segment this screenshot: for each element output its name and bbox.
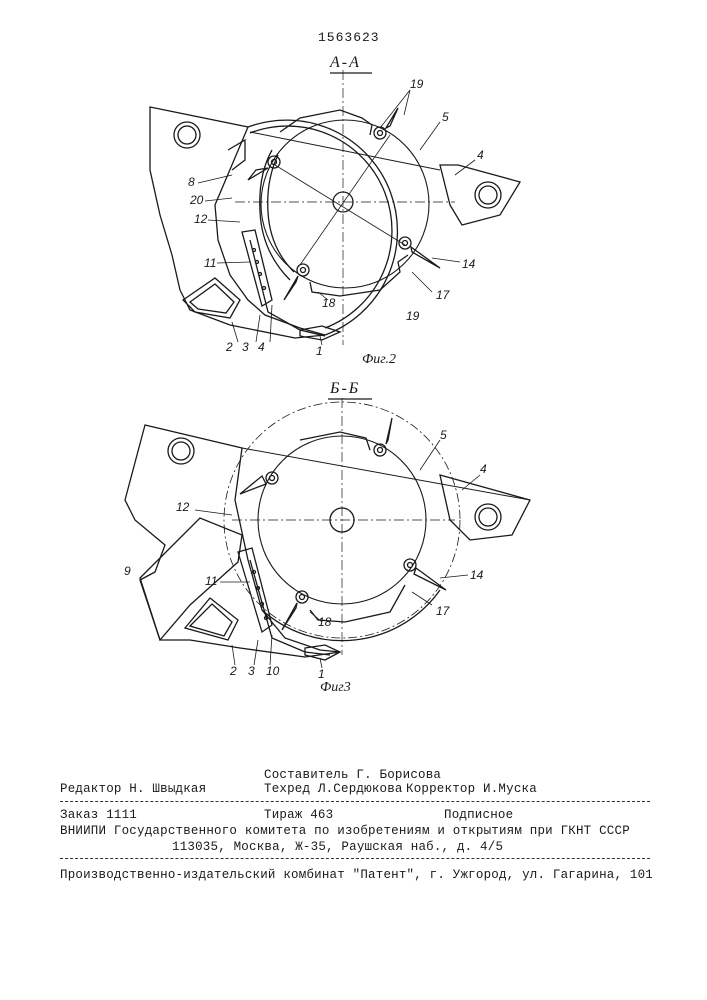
label-fig3-18: 18	[318, 615, 331, 629]
label-fig2-4b: 4	[258, 340, 265, 354]
section-title-a: А-А	[330, 54, 361, 72]
label-fig3-14: 14	[470, 568, 483, 582]
circulation-line: Тираж 463	[264, 808, 333, 822]
address-line: 113035, Москва, Ж-35, Раушская наб., д. …	[172, 840, 503, 854]
label-fig2-11: 11	[204, 256, 216, 270]
label-fig3-5: 5	[440, 428, 447, 442]
divider-top	[60, 801, 650, 802]
label-fig3-11: 11	[205, 574, 217, 588]
section-title-b: Б-Б	[330, 380, 360, 398]
label-fig2-18: 18	[322, 296, 335, 310]
label-fig2-8: 8	[188, 175, 195, 189]
techred-line: Техред Л.Сердюкова	[264, 782, 403, 796]
label-fig2-4: 4	[477, 148, 484, 162]
editor-line: Редактор Н. Швыдкая	[60, 782, 206, 796]
label-fig3-4: 4	[480, 462, 487, 476]
label-fig2-1: 1	[316, 344, 323, 358]
publisher-line: Производственно-издательский комбинат "П…	[60, 868, 653, 882]
label-fig2-19b: 19	[406, 309, 419, 323]
label-fig2-19: 19	[410, 77, 423, 91]
label-fig3-1: 1	[318, 667, 325, 681]
order-line: Заказ 1111	[60, 808, 137, 822]
institute-line: ВНИИПИ Государственного комитета по изоб…	[60, 824, 630, 838]
label-fig2-17: 17	[436, 288, 449, 302]
divider-bottom	[60, 858, 650, 859]
label-fig3-10: 10	[266, 664, 279, 678]
label-fig3-12: 12	[176, 500, 189, 514]
label-fig2-5: 5	[442, 110, 449, 124]
corrector-line: Корректор И.Муска	[406, 782, 537, 796]
compiler-line: Составитель Г. Борисова	[264, 768, 441, 782]
label-fig3-9: 9	[124, 564, 131, 578]
figure-3-caption: Фиг3	[320, 680, 351, 696]
figure-2-caption: Фиг.2	[362, 352, 396, 368]
label-fig3-17: 17	[436, 604, 449, 618]
label-fig2-20: 20	[190, 193, 203, 207]
label-fig2-12: 12	[194, 212, 207, 226]
subscription-line: Подписное	[444, 808, 513, 822]
label-fig3-2: 2	[230, 664, 237, 678]
label-fig2-3: 3	[242, 340, 249, 354]
label-fig2-2: 2	[226, 340, 233, 354]
label-fig3-3: 3	[248, 664, 255, 678]
label-fig2-14: 14	[462, 257, 475, 271]
